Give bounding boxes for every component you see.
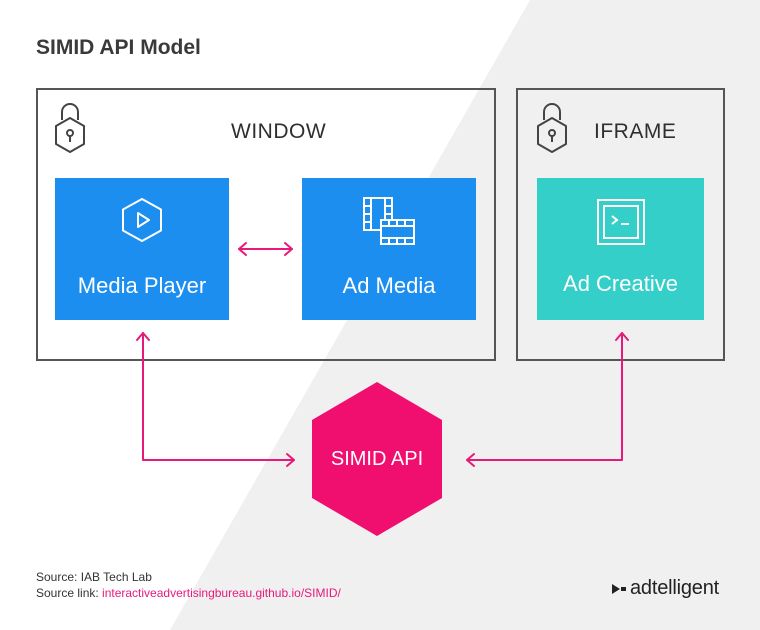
footer-source: Source: IAB Tech Lab [36,570,152,584]
source-prefix: Source: [36,570,81,584]
ad-media-box: Ad Media [302,178,476,320]
page-title: SIMID API Model [36,36,201,59]
footer-source-link: Source link: interactiveadvertisingburea… [36,586,341,600]
brand-mark-icon [612,583,626,594]
media-player-box: Media Player [55,178,229,320]
film-icon [363,197,415,245]
source-link[interactable]: interactiveadvertisingbureau.github.io/S… [102,586,341,600]
window-label: WINDOW [231,120,327,143]
link-prefix: Source link: [36,586,103,600]
ad-creative-box: Ad Creative [537,178,704,320]
simid-api-hexagon [312,382,442,536]
source-value: IAB Tech Lab [80,570,152,584]
play-hexagon-icon [122,198,162,242]
iframe-label: IFRAME [594,120,677,143]
ad-creative-label: Ad Creative [563,271,678,296]
media-player-label: Media Player [77,273,207,298]
ad-media-label: Ad Media [342,273,436,298]
brand-name: adtelligent [630,577,719,599]
lock-icon [55,103,85,153]
lock-icon [537,103,567,153]
brand-logo: adtelligent [611,577,719,600]
terminal-icon [596,199,645,245]
simid-api-label: SIMID API [330,448,424,470]
